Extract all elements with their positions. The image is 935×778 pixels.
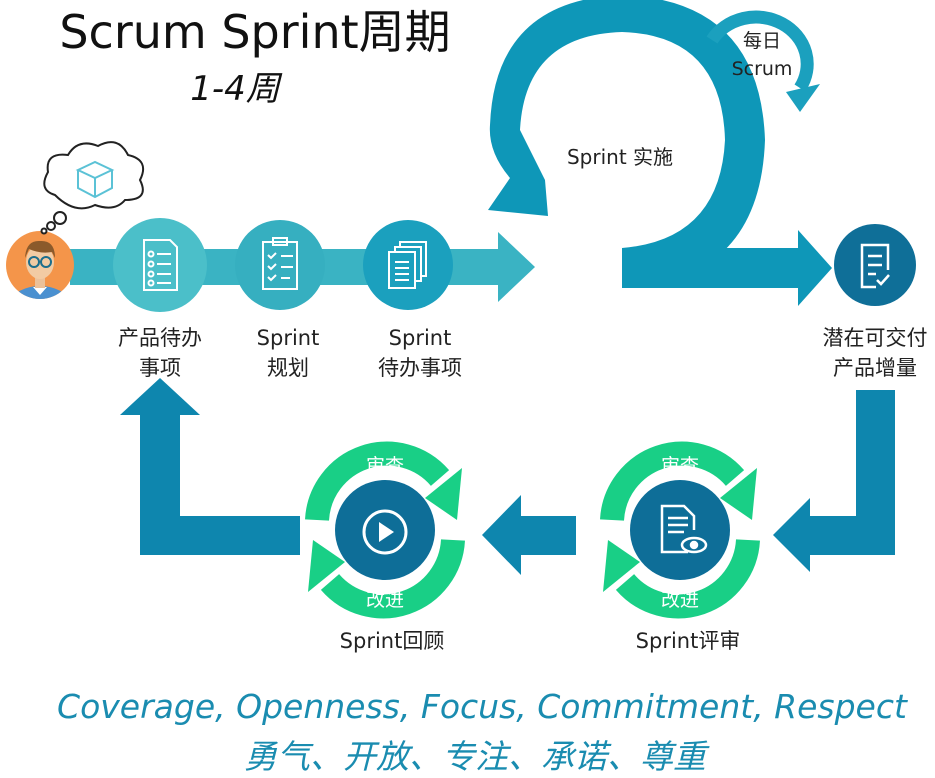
review-adapt-label: 改进: [661, 589, 699, 611]
daily-scrum-label: Scrum: [732, 58, 793, 80]
document-check-icon: [860, 243, 890, 289]
list-document-icon: [143, 239, 178, 291]
step-label: 规划: [267, 356, 309, 380]
sprint-loop-arrow: [488, 0, 832, 306]
step-label: 事项: [139, 356, 181, 380]
daily-scrum-loop-arrow: [706, 10, 820, 112]
step-product-backlog: [113, 218, 207, 312]
sprint-execution-label: Sprint 实施: [567, 145, 673, 169]
retro-to-backlog-arrow: [120, 378, 300, 555]
documents-stack-icon: [388, 241, 427, 289]
review-inspect-label: 审查: [661, 455, 699, 477]
document-eye-icon: [660, 504, 708, 554]
step-label: Sprint: [389, 326, 452, 350]
avatar: [6, 231, 74, 299]
increment-label: 产品增量: [833, 356, 917, 380]
scrum-values-chinese: 勇气、开放、专注、承诺、尊重: [244, 737, 710, 776]
review-to-retro-arrow: [482, 495, 576, 575]
daily-scrum-label: 每日: [743, 30, 781, 52]
step-label: 产品待办: [118, 326, 202, 350]
diagram-subtitle: 1-4周: [190, 69, 283, 109]
thought-cloud-icon: [40, 141, 144, 235]
retro-adapt-label: 改进: [366, 589, 404, 611]
clipboard-checklist-icon: [262, 237, 298, 290]
retro-label: Sprint回顾: [340, 629, 445, 653]
increment-to-review-arrow: [773, 390, 895, 572]
play-icon: [362, 509, 408, 555]
step-label: Sprint: [257, 326, 320, 350]
product-increment: [834, 224, 916, 306]
review-label: Sprint评审: [636, 629, 741, 653]
step-label: 待办事项: [378, 356, 462, 380]
increment-label: 潜在可交付: [823, 326, 928, 350]
sprint-retrospective: [305, 441, 465, 619]
scrum-values-english: Coverage, Openness, Focus, Commitment, R…: [57, 687, 908, 726]
diagram-title: Scrum Sprint周期: [59, 5, 450, 59]
step-sprint-backlog: [363, 220, 453, 310]
sprint-review: [600, 441, 760, 619]
retro-inspect-label: 审查: [366, 455, 404, 477]
step-sprint-planning: [235, 220, 325, 310]
